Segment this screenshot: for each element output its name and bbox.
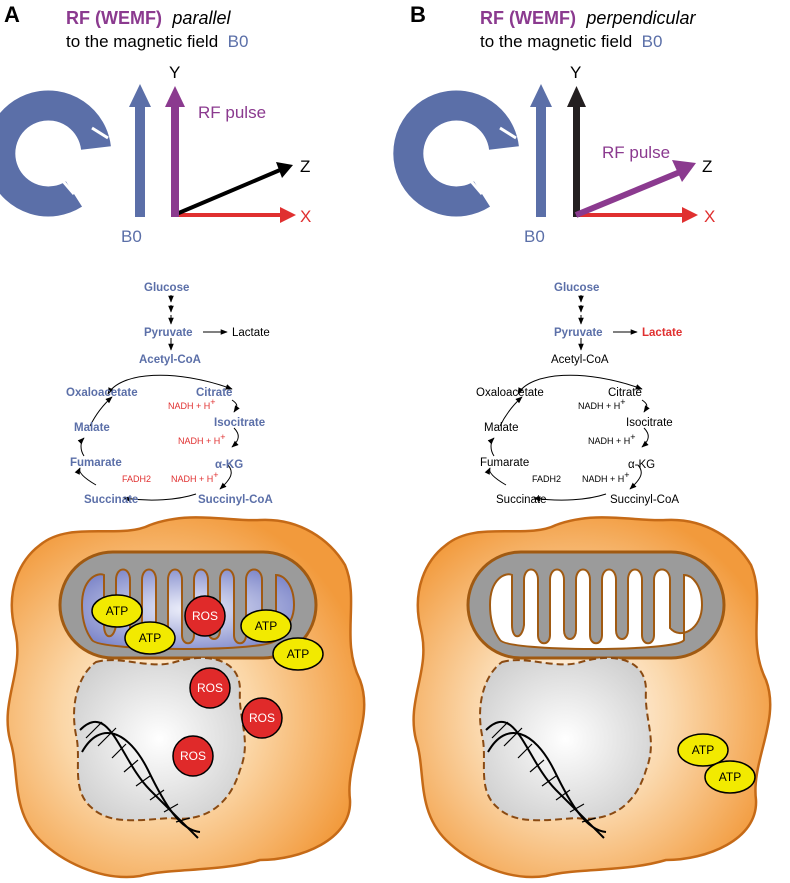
y-axis-label: Y [169, 63, 180, 82]
nadh-label-2: NADH + H+ [178, 432, 226, 446]
pyruvate-label: Pyruvate [144, 327, 193, 339]
glucose-label: Glucose [144, 282, 189, 294]
isocitrate-label: Isocitrate [626, 417, 673, 429]
oxaloacetate-label: Oxaloacetate [476, 387, 544, 399]
fadh2-label: FADH2 [122, 474, 151, 484]
atp-chip: ATP [240, 609, 292, 643]
mitochondrion [466, 550, 726, 660]
malate-label: Malate [74, 422, 110, 434]
rf-pulse-label: RF pulse [198, 103, 266, 122]
ros-chip: ROS [189, 667, 231, 709]
svg-text:ATP: ATP [719, 770, 741, 784]
svg-text:ROS: ROS [192, 609, 218, 623]
succinate-label: Succinate [496, 494, 547, 506]
cell: ATP ATP [412, 516, 772, 879]
lactate-label: Lactate [642, 327, 682, 339]
svg-text:ATP: ATP [287, 647, 309, 661]
z-axis-label: Z [702, 157, 712, 176]
axes [567, 86, 698, 223]
atp-chip: ATP [91, 594, 143, 628]
b0-label: B0 [524, 227, 545, 246]
x-axis-label: X [300, 207, 311, 226]
atp-chip: ATP [124, 621, 176, 655]
nucleus [479, 656, 652, 822]
magnet-icon [393, 90, 519, 217]
acetyl-coa-label: Acetyl-CoA [139, 354, 201, 366]
rf-pulse-label: RF pulse [602, 143, 670, 162]
panel-title: RF (WEMF) perpendicular [480, 8, 697, 28]
z-axis-label: Z [300, 157, 310, 176]
panel-letter: A [4, 2, 20, 27]
metabolic-pathway: Glucose Pyruvate Lactate Acetyl-CoA Oxal… [66, 282, 273, 506]
dna-icon [79, 721, 201, 839]
lactate-label: Lactate [232, 327, 270, 339]
atp-chip: ATP [272, 637, 324, 671]
ros-chip: ROS [184, 595, 226, 637]
succinyl-coa-label: Succinyl-CoA [198, 494, 273, 506]
panel-a: A RF (WEMF) parallel to the magnetic fie… [0, 2, 366, 879]
svg-text:ROS: ROS [180, 749, 206, 763]
citrate-label: Citrate [608, 387, 642, 399]
succinyl-coa-label: Succinyl-CoA [610, 494, 679, 506]
acetyl-coa-label: Acetyl-CoA [551, 354, 609, 366]
b0-label: B0 [121, 227, 142, 246]
nadh-label-3: NADH + H+ [171, 470, 219, 484]
b0-arrow [530, 84, 552, 217]
svg-text:ROS: ROS [249, 711, 275, 725]
pyruvate-label: Pyruvate [554, 327, 603, 339]
atp-chip: ATP [704, 760, 756, 794]
svg-text:ATP: ATP [692, 743, 714, 757]
fadh2-label: FADH2 [532, 474, 561, 484]
panel-title: RF (WEMF) parallel [66, 8, 231, 28]
panel-b: B RF (WEMF) perpendicular to the magneti… [393, 2, 772, 879]
nadh-label-3: NADH + H+ [582, 470, 630, 484]
dna-icon [485, 721, 607, 839]
nadh-label-1: NADH + H+ [168, 397, 216, 411]
fumarate-label: Fumarate [480, 457, 529, 469]
fumarate-label: Fumarate [70, 457, 122, 469]
oxaloacetate-label: Oxaloacetate [66, 387, 138, 399]
title-mode: perpendicular [585, 8, 696, 28]
ros-chip: ROS [172, 735, 214, 777]
axes [165, 86, 296, 223]
akg-label: α-KG [215, 459, 243, 471]
svg-text:ATP: ATP [255, 619, 277, 633]
svg-text:ROS: ROS [197, 681, 223, 695]
malate-label: Malate [484, 422, 519, 434]
succinate-label: Succinate [84, 494, 138, 506]
panel-subtitle: to the magnetic field B0 [66, 32, 248, 51]
isocitrate-label: Isocitrate [214, 417, 265, 429]
metabolic-pathway: Glucose Pyruvate Lactate Acetyl-CoA Oxal… [476, 282, 682, 506]
akg-label: α-KG [628, 459, 655, 471]
panel-subtitle: to the magnetic field B0 [480, 32, 662, 51]
svg-text:ATP: ATP [106, 604, 128, 618]
title-rf: RF (WEMF) [480, 8, 576, 28]
y-axis-label: Y [570, 63, 581, 82]
b0-arrow [129, 84, 151, 217]
panel-letter: B [410, 2, 426, 27]
nadh-label-2: NADH + H+ [588, 432, 636, 446]
title-rf: RF (WEMF) [66, 8, 162, 28]
svg-text:ATP: ATP [139, 631, 161, 645]
magnet-icon [0, 90, 111, 217]
glucose-label: Glucose [554, 282, 599, 294]
nadh-label-1: NADH + H+ [578, 397, 626, 411]
ros-chip: ROS [241, 697, 283, 739]
x-axis-label: X [704, 207, 715, 226]
cell: ATP ATP ROS ATP ATP ROS ROS ROS [6, 516, 366, 879]
atp-chip: ATP [677, 733, 729, 767]
citrate-label: Citrate [196, 387, 232, 399]
title-mode: parallel [171, 8, 231, 28]
